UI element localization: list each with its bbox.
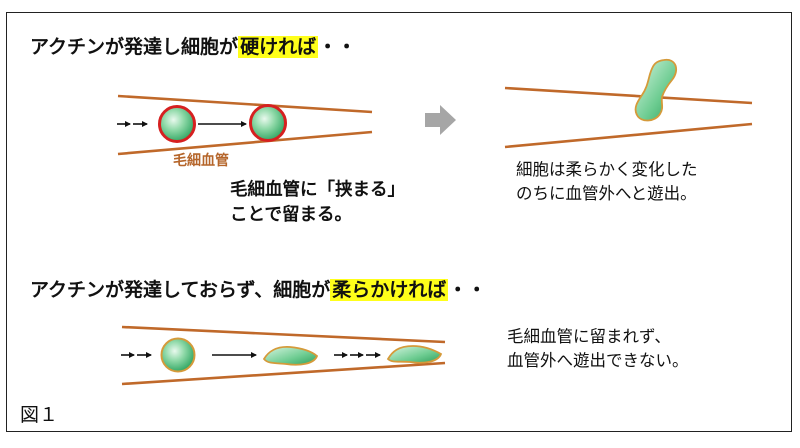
stiff-cell (158, 105, 196, 143)
heading-soft: アクチンが発達しておらず、細胞が柔らかければ・・ (30, 275, 486, 302)
capillary-deformed (504, 86, 753, 149)
heading-soft-prefix: アクチンが発達しておらず、細胞が (30, 279, 331, 301)
pass-caption: 毛細血管に留まれず、 血管外へ遊出できない。 (507, 327, 689, 370)
stuck-caption: 毛細血管に「挟まる」 ことで留まる。 (230, 180, 405, 225)
figure-frame (6, 12, 792, 432)
process-arrow-icon (425, 105, 456, 135)
figure-label: 図１ (20, 404, 59, 426)
heading-soft-highlight: 柔らかければ (330, 279, 449, 301)
vessel-wall-upper (117, 94, 373, 114)
vessel-wall-lower (117, 130, 373, 156)
vessel-wall-upper (504, 86, 753, 105)
heading-stiff-suffix: ・・ (318, 36, 357, 58)
soft-cell-passing (386, 345, 443, 364)
deform-caption: 細胞は柔らかく変化した のちに血管外へと遊出。 (516, 160, 698, 203)
heading-stiff: アクチンが発達し細胞が硬ければ・・ (30, 32, 356, 59)
stiff-cell-stuck (249, 104, 287, 142)
capillary-soft (121, 325, 446, 386)
heading-soft-suffix: ・・ (448, 279, 487, 301)
deformed-cell (634, 58, 678, 122)
vessel-label: 毛細血管 (173, 153, 229, 169)
capillary-stiff (117, 94, 373, 156)
heading-stiff-highlight: 硬ければ (238, 36, 319, 58)
vessel-wall-lower (504, 122, 753, 149)
soft-cell (160, 337, 196, 373)
vessel-wall-lower (121, 361, 446, 386)
soft-cell-squeezed (262, 346, 319, 366)
heading-stiff-prefix: アクチンが発達し細胞が (30, 36, 239, 58)
vessel-wall-upper (121, 325, 446, 344)
